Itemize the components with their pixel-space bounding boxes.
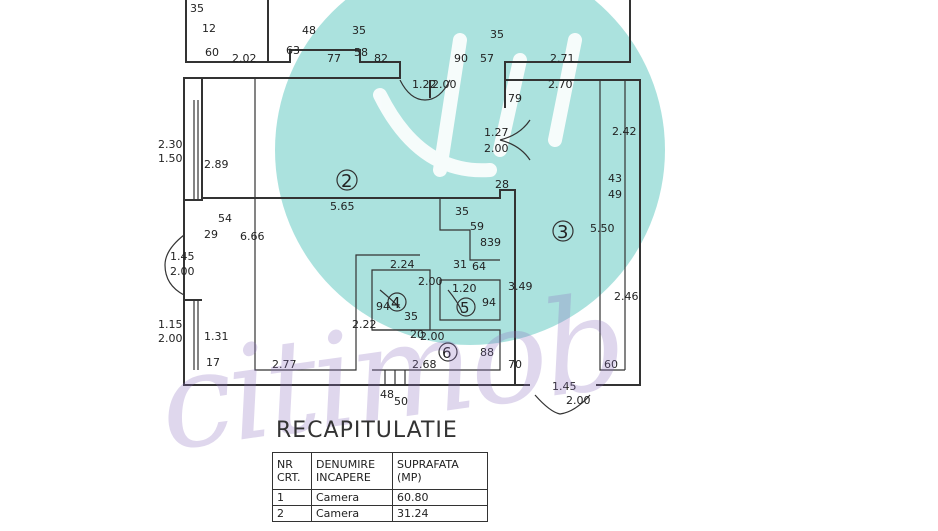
- dim-label: 1.15: [158, 318, 183, 331]
- dim-label: 60: [205, 46, 219, 59]
- dim-label: 5.50: [590, 222, 615, 235]
- header-name: DENUMIRE INCAPERE: [311, 452, 393, 490]
- recap-title: RECAPITULATIE: [276, 418, 458, 443]
- dim-label: 60: [604, 358, 618, 371]
- dim-label: 2.00: [420, 330, 445, 343]
- dim-label: 35: [190, 2, 204, 15]
- dim-label: 2.00: [170, 265, 195, 278]
- room-label-3: 3: [557, 222, 568, 243]
- dim-label: 2.02: [232, 52, 257, 65]
- header-nr: NR CRT.: [272, 452, 312, 490]
- dim-label: 3.49: [508, 280, 533, 293]
- dim-label: 50: [394, 395, 408, 408]
- walls: [183, 0, 641, 386]
- dim-label: 48: [380, 388, 394, 401]
- dim-label: 35: [455, 205, 469, 218]
- doors: [164, 79, 591, 415]
- dim-label: 59: [470, 220, 484, 233]
- dim-label: 2.46: [614, 290, 639, 303]
- dim-label: 17: [206, 356, 220, 369]
- recap-table: NR CRT. DENUMIRE INCAPERE SUPRAFATA (MP)…: [272, 452, 488, 522]
- room-markers: 2 3 4 5 6: [336, 169, 574, 362]
- dim-label: 94: [376, 300, 390, 313]
- dim-label: 57: [480, 52, 494, 65]
- dim-label: 49: [608, 188, 622, 201]
- dim-label: 2.42: [612, 125, 637, 138]
- dim-label: 2.70: [548, 78, 573, 91]
- dim-label: 28: [495, 178, 509, 191]
- dim-label: 1.27: [484, 126, 509, 139]
- dim-label: 2.89: [204, 158, 229, 171]
- dim-label: 82: [374, 52, 388, 65]
- dim-label: 31: [453, 258, 467, 271]
- dim-label: 1.45: [170, 250, 195, 263]
- dim-label: 2.00: [484, 142, 509, 155]
- dim-label: 94: [482, 296, 496, 309]
- dim-label: 2.22: [352, 318, 377, 331]
- dimension-labels: 35 12 60 2.02 63 48 77 35 58 82 1.22 2.0…: [158, 2, 639, 408]
- dim-label: 1.50: [158, 152, 183, 165]
- dim-label: 35: [352, 24, 366, 37]
- row-name: Camera: [311, 505, 393, 522]
- dim-label: 77: [327, 52, 341, 65]
- dim-label: 20: [410, 328, 424, 341]
- dim-label: 839: [480, 236, 501, 249]
- dim-label: 63: [286, 44, 300, 57]
- dim-label: 54: [218, 212, 232, 225]
- table-header-row: NR CRT. DENUMIRE INCAPERE SUPRAFATA (MP): [272, 452, 488, 490]
- dim-label: 2.30: [158, 138, 183, 151]
- dim-label: 2.68: [412, 358, 437, 371]
- dim-label: 1.31: [204, 330, 229, 343]
- dim-label: 64: [472, 260, 486, 273]
- dim-label: 2.00: [418, 275, 443, 288]
- room-label-2: 2: [341, 171, 352, 192]
- dim-label: 2.77: [272, 358, 297, 371]
- dim-label: 88: [480, 346, 494, 359]
- dim-label: 6.66: [240, 230, 265, 243]
- dim-label: 1.45: [552, 380, 577, 393]
- table-row: 1 Camera 60.80: [272, 489, 488, 506]
- dim-label: 2.24: [390, 258, 415, 271]
- watermark-logo-icon: [373, 33, 582, 178]
- dim-label: 5.65: [330, 200, 355, 213]
- dim-label: 2.00: [432, 78, 457, 91]
- row-nr: 2: [272, 505, 312, 522]
- dim-label: 90: [454, 52, 468, 65]
- dim-label: 70: [508, 358, 522, 371]
- row-name: Camera: [311, 489, 393, 506]
- dim-label: 79: [508, 92, 522, 105]
- row-nr: 1: [272, 489, 312, 506]
- table-row: 2 Camera 31.24: [272, 505, 488, 522]
- room-label-5: 5: [460, 299, 470, 317]
- dim-label: 2.00: [158, 332, 183, 345]
- room-label-4: 4: [391, 294, 401, 312]
- dim-label: 1.20: [452, 282, 477, 295]
- dim-label: 35: [490, 28, 504, 41]
- row-area: 60.80: [392, 489, 488, 506]
- header-area: SUPRAFATA (MP): [392, 452, 488, 490]
- dim-label: 1.22: [412, 78, 437, 91]
- dim-label: 29: [204, 228, 218, 241]
- dim-label: 2.71: [550, 52, 575, 65]
- dim-label: 43: [608, 172, 622, 185]
- row-area: 31.24: [392, 505, 488, 522]
- dim-label: 58: [354, 46, 368, 59]
- dim-label: 48: [302, 24, 316, 37]
- dim-label: 12: [202, 22, 216, 35]
- room-label-6: 6: [442, 344, 452, 362]
- dim-label: 2.00: [566, 394, 591, 407]
- dim-label: 35: [404, 310, 418, 323]
